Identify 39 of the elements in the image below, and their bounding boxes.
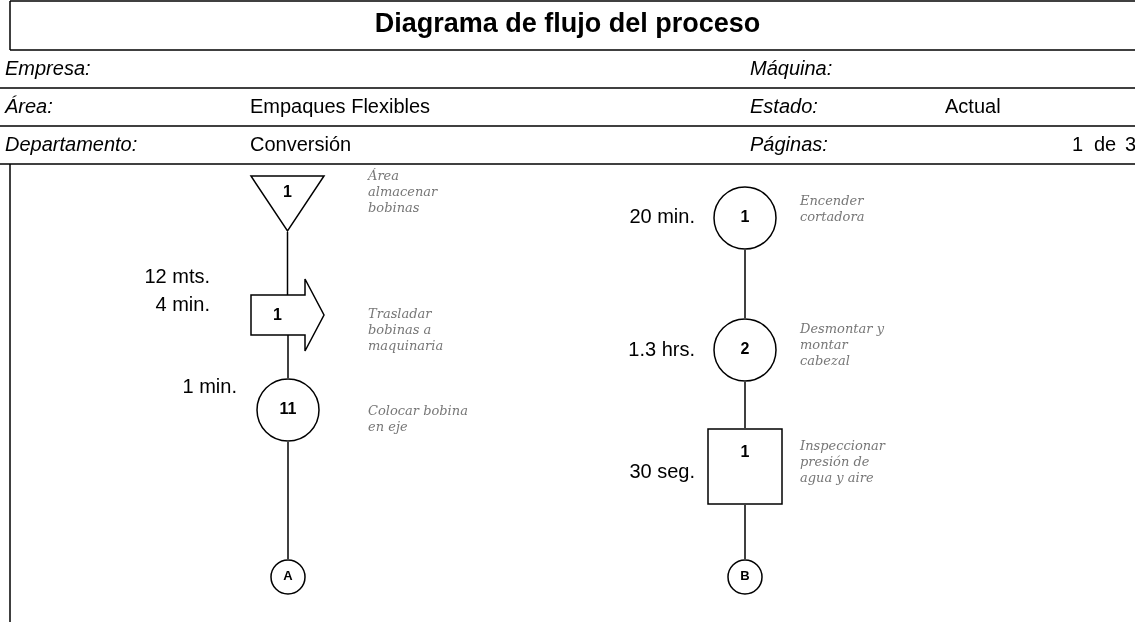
operation-circle: 11 <box>256 378 320 442</box>
field-value: Conversión <box>250 132 352 156</box>
field-label: Máquina: <box>750 56 833 80</box>
connector-line <box>287 441 289 560</box>
connector-line <box>286 231 289 296</box>
step-description: Colocar bobina en eje <box>368 403 468 435</box>
inspection-square: 1 <box>707 428 783 505</box>
field-label: Páginas: <box>750 132 828 156</box>
operation-circle: 2 <box>713 318 777 382</box>
step-description: Inspeccionar presión de agua y aire <box>800 438 887 486</box>
field-value: Empaques Flexibles <box>250 94 431 118</box>
time-label: 12 mts. <box>143 264 210 289</box>
operation-circle: 1 <box>713 186 777 250</box>
field-value: de <box>1094 132 1117 156</box>
storage-triangle: 1 <box>250 175 325 232</box>
connector-line <box>744 249 746 319</box>
field-label: Área: <box>5 94 53 118</box>
time-label: 4 min. <box>154 292 210 317</box>
field-value: Actual <box>945 94 1001 118</box>
page-number: 3 <box>1125 132 1135 156</box>
time-label: 30 seg. <box>628 459 695 484</box>
step-description: Encender cortadora <box>800 193 866 225</box>
step-description: Desmontar y montar cabezal <box>800 321 885 369</box>
step-description: Área almacenar bobinas <box>368 168 439 216</box>
connector-circle: B <box>727 559 763 595</box>
field-label: Estado: <box>750 94 818 118</box>
step-description: Trasladar bobinas a maquinaria <box>368 306 445 354</box>
diagram-title: Diagrama de flujo del proceso <box>373 8 762 39</box>
field-label: Empresa: <box>5 56 91 80</box>
connector-line <box>287 334 289 379</box>
time-label: 20 min. <box>628 204 695 229</box>
page-number: 1 <box>1072 132 1084 156</box>
time-label: 1.3 hrs. <box>627 337 695 362</box>
field-label: Departamento: <box>5 132 138 156</box>
connector-line <box>744 504 746 560</box>
transport-arrow: 1 <box>250 278 325 352</box>
time-label: 1 min. <box>181 374 237 399</box>
connector-circle: A <box>270 559 306 595</box>
connector-line <box>744 381 746 429</box>
